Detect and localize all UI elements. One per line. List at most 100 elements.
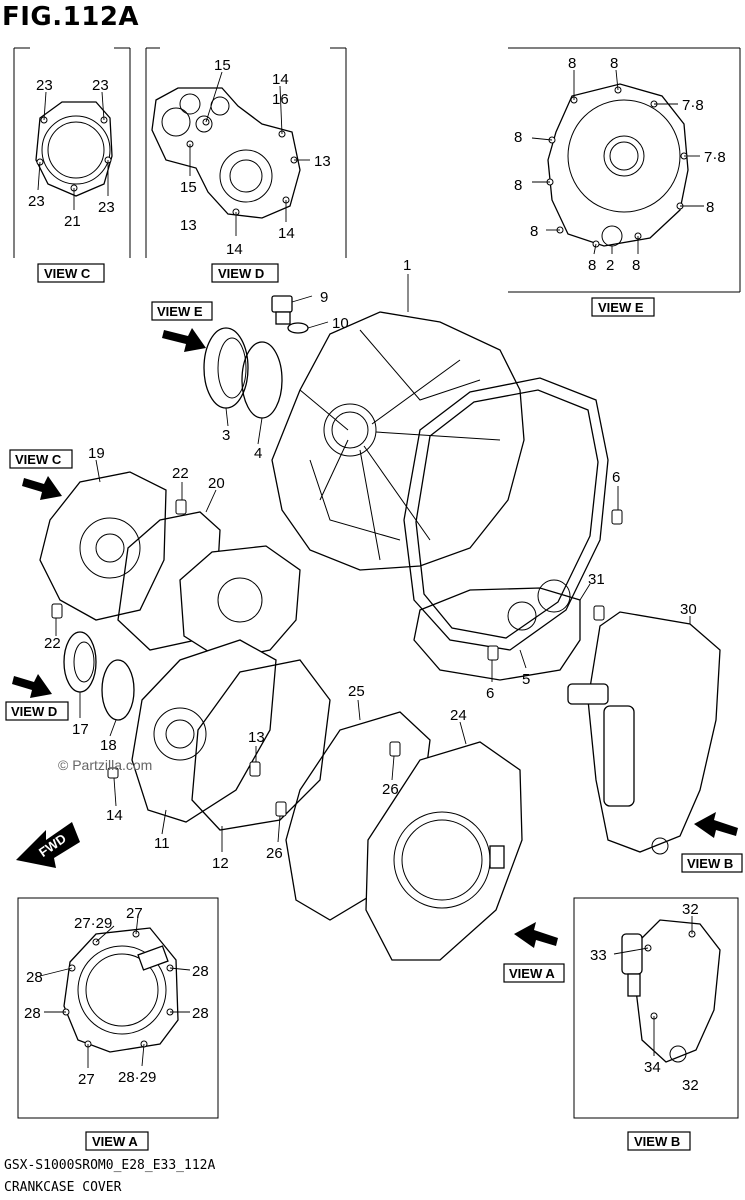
o-ring-10 [287,322,309,334]
cover-plate [179,545,301,661]
part-label: 13 [180,217,197,234]
part-label: 19 [88,445,105,462]
crankcase-main [271,311,525,571]
part-label: 14 [226,241,243,258]
part-label: 23 [92,77,109,94]
dowel-6b [487,645,499,661]
view-d-arrow [12,674,52,698]
view-a-cover [62,927,179,1053]
gasket-31 [413,587,581,681]
view-a-inset [17,897,219,1119]
part-label: 28 [192,963,209,980]
fwd-arrow: FWD [16,822,80,868]
part-label: 4 [254,445,262,462]
figure-title: FIG.112A [2,2,140,32]
part-label: 11 [154,835,170,852]
view-c-inset [13,47,131,258]
oil-seal-17 [63,631,97,693]
cover-11 [131,639,277,823]
part-label: 20 [208,475,225,492]
view-a-tag: VIEW A [85,1131,149,1151]
dowel-26b [275,801,287,817]
view-c-tag-main: VIEW C [9,449,73,469]
view-e-inset [508,47,741,293]
part-label: 8 [610,55,618,72]
part-label: 16 [272,91,289,108]
part-label: 26 [266,845,283,862]
view-e-tag: VIEW E [591,297,655,317]
part-label: 22 [172,465,189,482]
view-b-arrow [694,812,738,838]
part-label: 6 [612,469,620,486]
part-label: 22 [44,635,61,652]
part-label: 23 [36,77,53,94]
part-label: 26 [382,781,399,798]
part-label: 18 [100,737,117,754]
watermark: © Partzilla.com [58,757,152,773]
part-label: 24 [450,707,467,724]
part-label: 32 [682,1077,699,1094]
part-label: 28·29 [118,1069,156,1086]
part-label: 23 [28,193,45,210]
part-label: 3 [222,427,230,444]
part-label: 30 [680,601,697,618]
part-label: 7·8 [704,149,726,166]
bolt-14 [107,767,119,779]
view-c-tag: VIEW C [37,263,105,283]
part-label: 10 [332,315,349,332]
view-c-label: VIEW C [44,266,91,281]
part-label: 17 [72,721,89,738]
view-e-label-main: VIEW E [157,304,203,319]
part-label: 8 [568,55,576,72]
part-label: 13 [314,153,331,170]
view-e-cover [546,83,689,248]
part-label: 32 [682,901,699,918]
part-label: 12 [212,855,229,872]
leader-lines [37,69,704,1068]
view-c-cover [35,101,113,197]
dowel-22a [175,499,187,515]
view-b-inset [573,897,739,1119]
part-label: 14 [106,807,123,824]
view-a-arrow [514,922,558,948]
part-label: 14 [272,71,289,88]
view-b-tag: VIEW B [627,1131,691,1151]
view-b-label: VIEW B [634,1134,680,1149]
figure-caption: CRANKCASE COVER [4,1180,122,1195]
dowel-22b [51,603,63,619]
gasket-5 [403,377,609,651]
view-e-arrow [162,328,206,352]
view-d-label: VIEW D [218,266,264,281]
view-d-tag: VIEW D [211,263,279,283]
view-b-tag-main: VIEW B [681,853,743,873]
view-b-cover [621,919,721,1063]
view-d-label-main: VIEW D [11,704,57,719]
view-c-arrow [22,476,62,500]
part-label: 13 [248,729,265,746]
part-label: 14 [278,225,295,242]
view-d-inset [145,47,347,258]
part-label: 28 [192,1005,209,1022]
figure-code: GSX-S1000SROM0_E28_E33_112A [4,1158,216,1173]
view-c-label-main: VIEW C [15,452,62,467]
part-labels: 23 23 23 21 23 15 14 16 13 15 13 14 14 8… [24,55,726,1094]
cover-24 [365,741,523,961]
view-a-label: VIEW A [92,1134,138,1149]
part-label: 28 [24,1005,41,1022]
part-label: 15 [214,57,231,74]
part-label: 33 [590,947,607,964]
view-a-label-main: VIEW A [509,966,555,981]
dowel-6a [611,509,623,525]
part-label: 15 [180,179,197,196]
o-ring-18 [101,659,135,721]
part-label: 2 [606,257,614,274]
part-label: 8 [530,223,538,240]
cover-19 [39,471,167,621]
view-b-label-main: VIEW B [687,856,733,871]
part-label: 27 [126,905,143,922]
gasket-12 [191,659,331,831]
oil-seal-3 [203,327,249,409]
cover-30 [567,611,721,855]
part-label: 8 [514,129,522,146]
